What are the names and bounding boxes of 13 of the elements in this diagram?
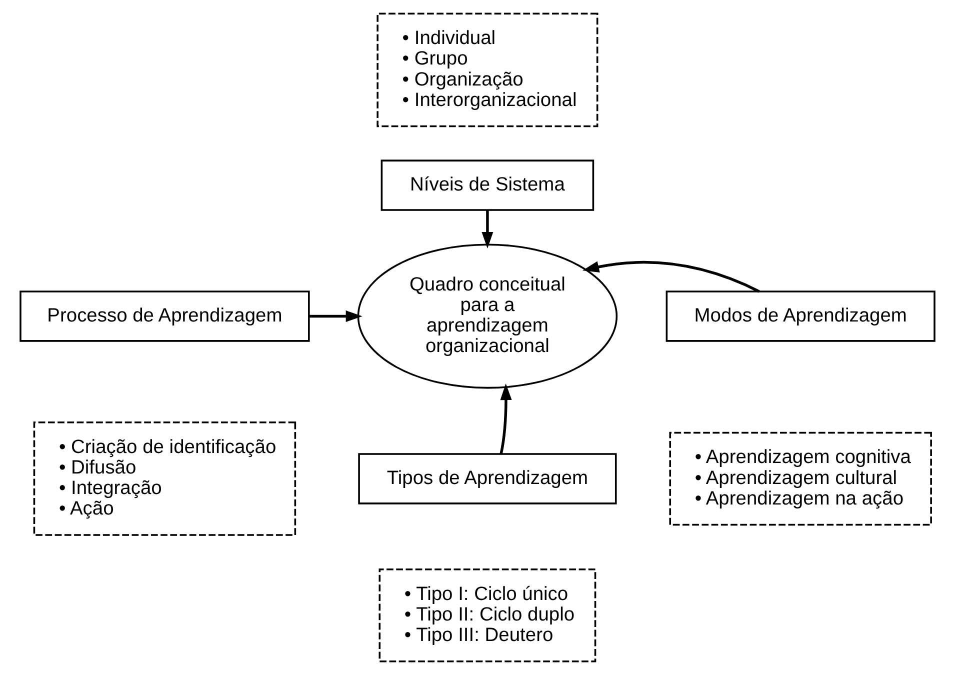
- node-box: • Aprendizagem cognitiva • Aprendizagem cultural • Aprendizagem na ação: [668, 432, 932, 526]
- node-box: • Criação de identificação • Difusão • Integração • Ação: [32, 422, 296, 536]
- arrow: [582, 261, 760, 293]
- node-box: Tipos de Aprendizagem: [358, 453, 616, 504]
- arrow: [308, 310, 362, 322]
- arrow: [499, 384, 512, 454]
- node-box: Modos de Aprendizagem: [665, 290, 935, 342]
- node-box: Níveis de Sistema: [380, 160, 594, 211]
- node-ellipse: Quadro conceitual para a aprendizagem organizacional: [356, 244, 618, 389]
- arrow: [481, 210, 493, 248]
- node-box: • Tipo I: Ciclo único • Tipo II: Ciclo duplo • Tipo III: Deutero: [378, 568, 596, 662]
- node-box: • Individual • Grupo • Organização • Interorganizacional: [376, 12, 598, 128]
- node-box: Processo de Aprendizagem: [19, 290, 310, 342]
